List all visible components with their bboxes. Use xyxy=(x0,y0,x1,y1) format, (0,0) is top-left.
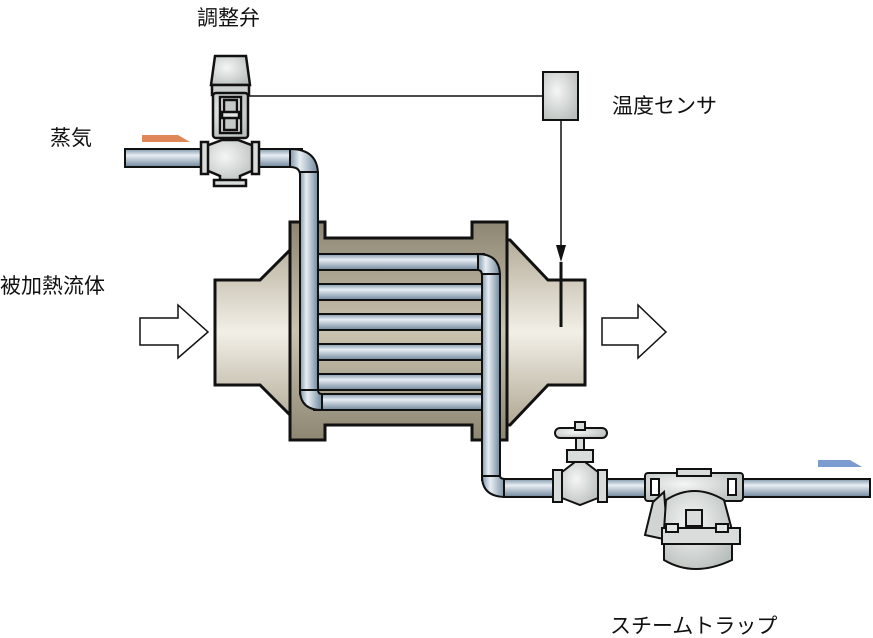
outlet-flow-arrow-icon xyxy=(601,303,668,360)
condensate-elbow xyxy=(480,475,507,499)
steam-trap xyxy=(643,468,744,570)
condensate-arrow-icon xyxy=(818,460,862,467)
tube-bundle xyxy=(313,253,485,411)
temperature-sensor-box xyxy=(542,71,579,121)
inlet-flow-arrow-icon xyxy=(139,303,210,360)
steam-label: 蒸気 xyxy=(50,126,92,150)
control-valve xyxy=(199,54,261,188)
heated-fluid-label: 被加熱流体 xyxy=(0,274,105,298)
steam-trap-label: スチームトラップ xyxy=(610,614,778,638)
steam-arrow-icon xyxy=(142,135,190,142)
steam-pipe xyxy=(124,148,206,168)
gate-valve xyxy=(552,421,608,507)
temperature-sensor-label: 温度センサ xyxy=(612,94,717,118)
steam-header-pipe xyxy=(299,171,319,395)
sensor-arrow-icon xyxy=(556,245,566,262)
lower-elbow xyxy=(298,389,323,412)
condensate-header-pipe xyxy=(481,273,501,481)
control-valve-label: 調整弁 xyxy=(197,6,260,30)
